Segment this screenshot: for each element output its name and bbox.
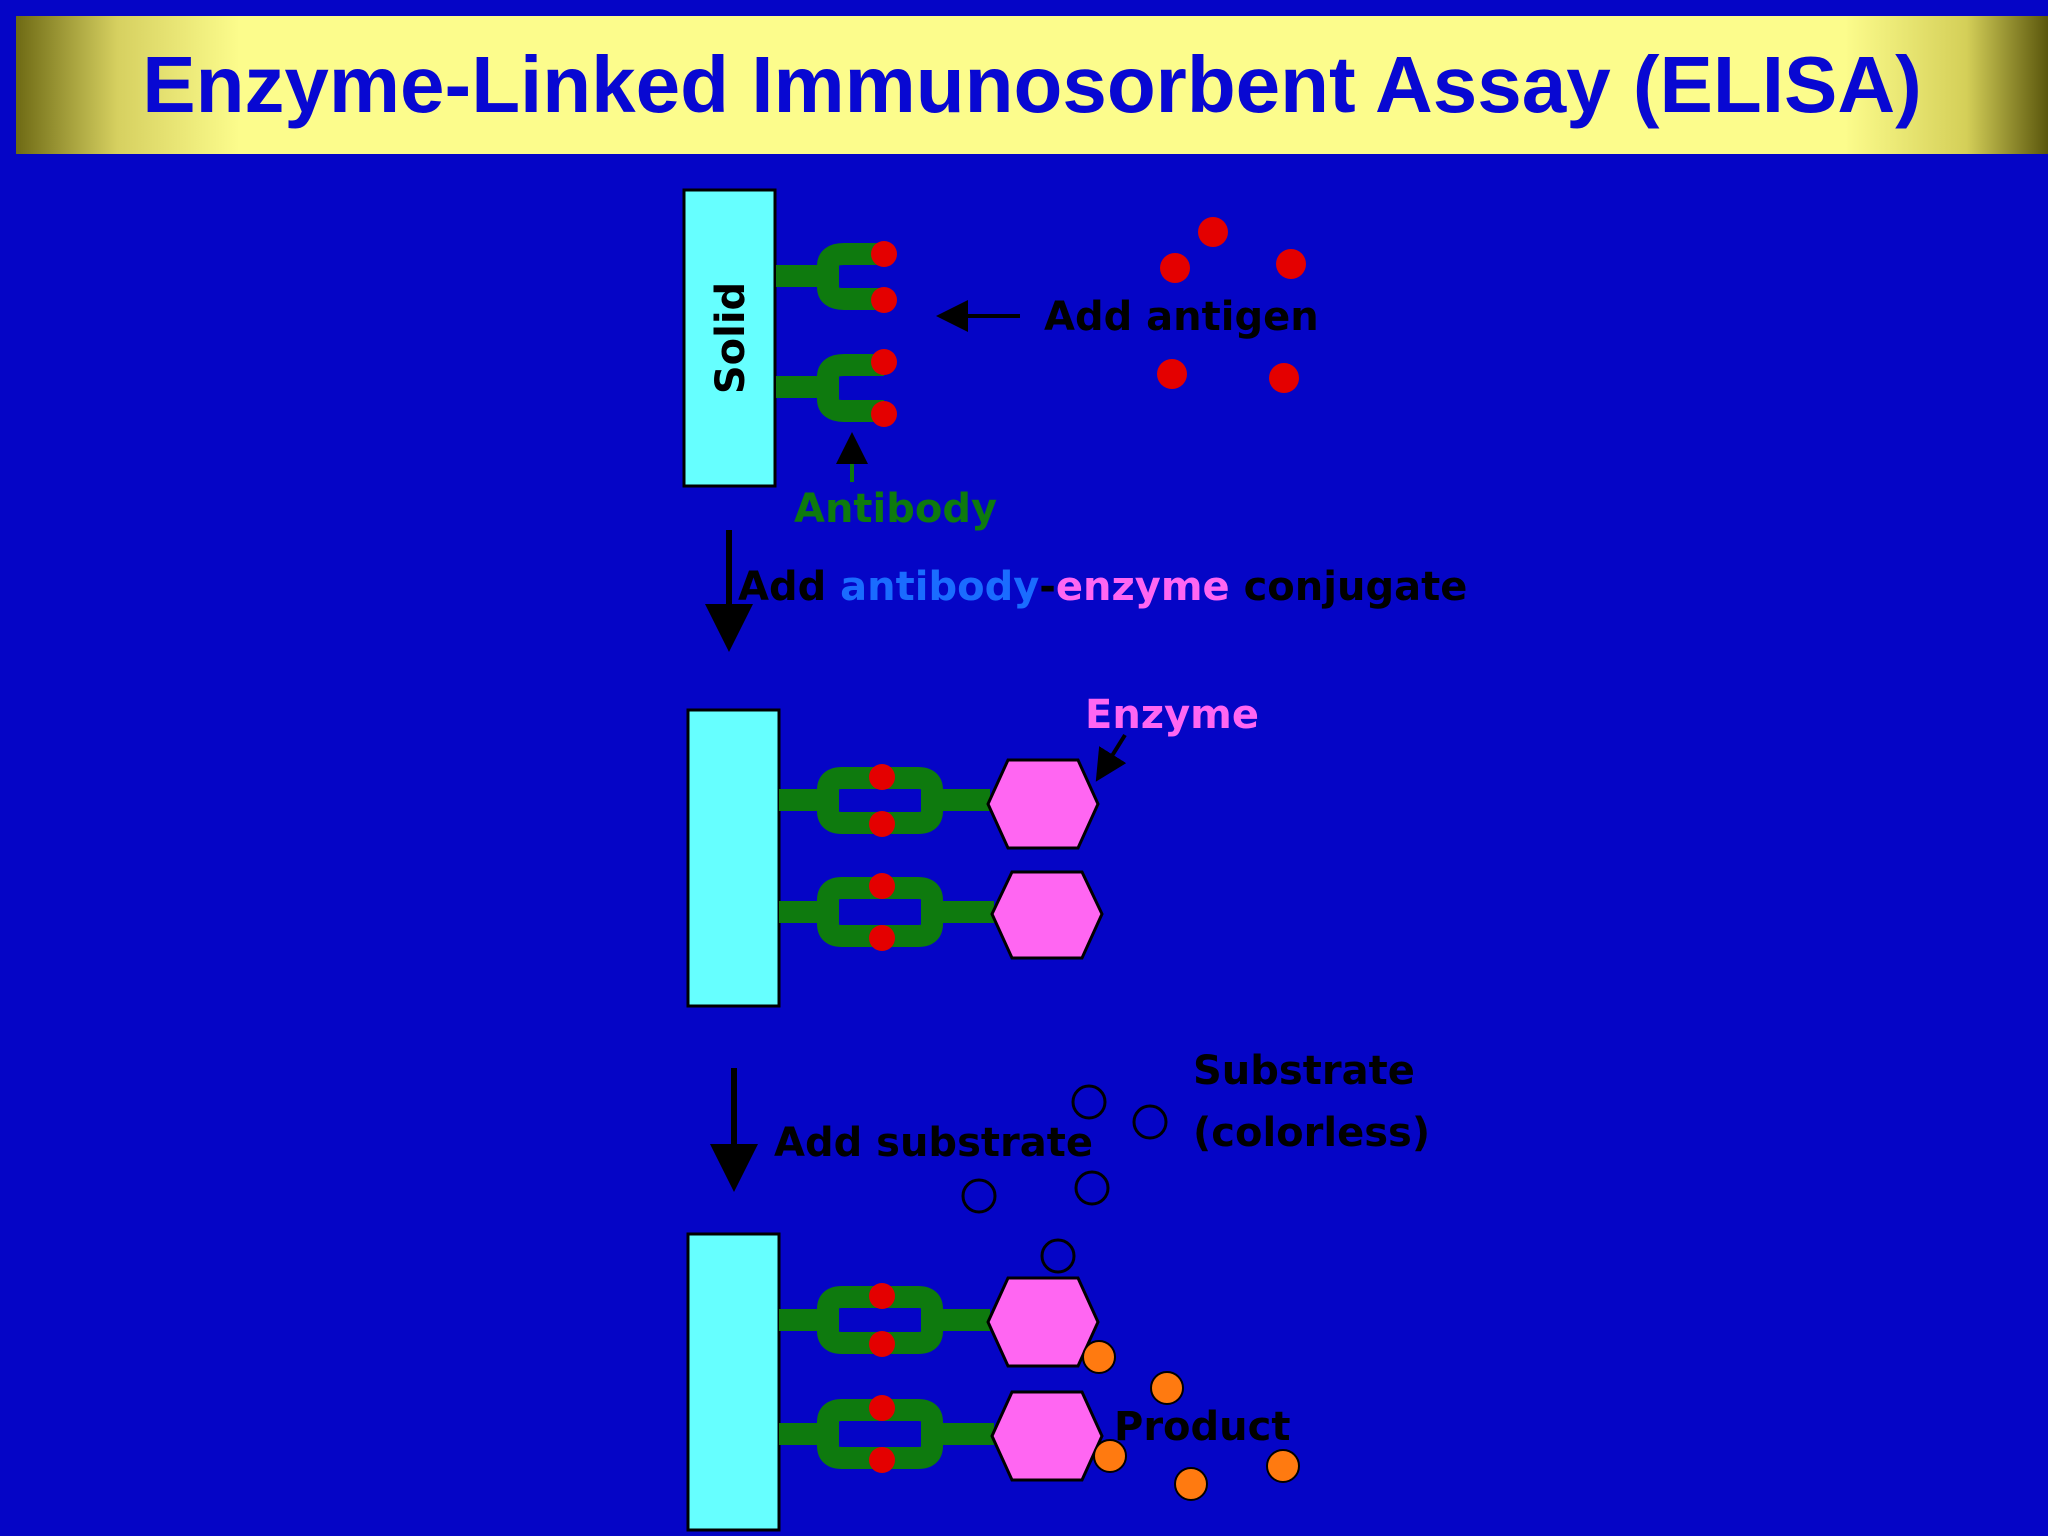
solid-label: Solid: [708, 282, 754, 394]
solid-surface: [682, 188, 777, 488]
product-icon: [1082, 1340, 1116, 1374]
free-antigen-dot: [1269, 363, 1299, 393]
substrate-note: (colorless): [1193, 1110, 1430, 1156]
antibody-icon: [776, 354, 884, 422]
solid-surface: [686, 708, 781, 1008]
substrate-icon: [961, 1178, 997, 1214]
free-antigen-dot: [1160, 253, 1190, 283]
stage-1-antigen-binding: Solid Add antigen Antibody: [682, 188, 1319, 532]
solid-surface: [686, 1232, 781, 1532]
arrow-diagonal-icon: [1095, 733, 1127, 782]
sandwich-complex: [779, 1276, 1100, 1368]
antibody-label: Antibody: [794, 486, 997, 532]
product-molecules: [1082, 1340, 1300, 1501]
product-label: Product: [1114, 1404, 1290, 1450]
step2-label: Add antibody-enzyme conjugate: [738, 564, 1467, 610]
product-icon: [1174, 1467, 1208, 1501]
stage-2-conjugate-bound: Enzyme: [686, 692, 1259, 1008]
antigen-dot: [871, 241, 897, 267]
sandwich-complex: [779, 870, 1104, 960]
antigen-dot: [871, 287, 897, 313]
enzyme-hexagon-icon: [990, 870, 1104, 960]
substrate-icon: [1071, 1084, 1107, 1120]
page-title: Enzyme-Linked Immunosorbent Assay (ELISA…: [142, 40, 1922, 129]
antibody-icon: [776, 243, 884, 310]
enzyme-hexagon-icon: [986, 1276, 1100, 1368]
substrate-label: Substrate: [1193, 1048, 1415, 1094]
substrate-icon: [1040, 1238, 1076, 1274]
enzyme-hexagon-icon: [990, 1390, 1104, 1482]
product-icon: [1266, 1449, 1300, 1483]
antigen-dot: [871, 349, 897, 375]
title-bar: Enzyme-Linked Immunosorbent Assay (ELISA…: [16, 16, 2048, 154]
antigen-dot: [871, 401, 897, 427]
substrate-icon: [1132, 1104, 1168, 1140]
substrate-icon: [1074, 1170, 1110, 1206]
substrate-molecules: [961, 1084, 1168, 1274]
free-antigen-dot: [1157, 359, 1187, 389]
sandwich-complex: [779, 758, 1100, 850]
sandwich-complex: [779, 1390, 1104, 1482]
add-antigen-label: Add antigen: [1044, 294, 1319, 340]
enzyme-hexagon-icon: [986, 758, 1100, 850]
free-antigen-dot: [1276, 249, 1306, 279]
product-icon: [1150, 1371, 1184, 1405]
stage-3-product-formation: Product: [686, 1232, 1300, 1532]
free-antigen-dot: [1198, 217, 1228, 247]
product-icon: [1093, 1439, 1127, 1473]
add-substrate-label: Add substrate: [774, 1120, 1093, 1166]
enzyme-label: Enzyme: [1085, 692, 1259, 738]
